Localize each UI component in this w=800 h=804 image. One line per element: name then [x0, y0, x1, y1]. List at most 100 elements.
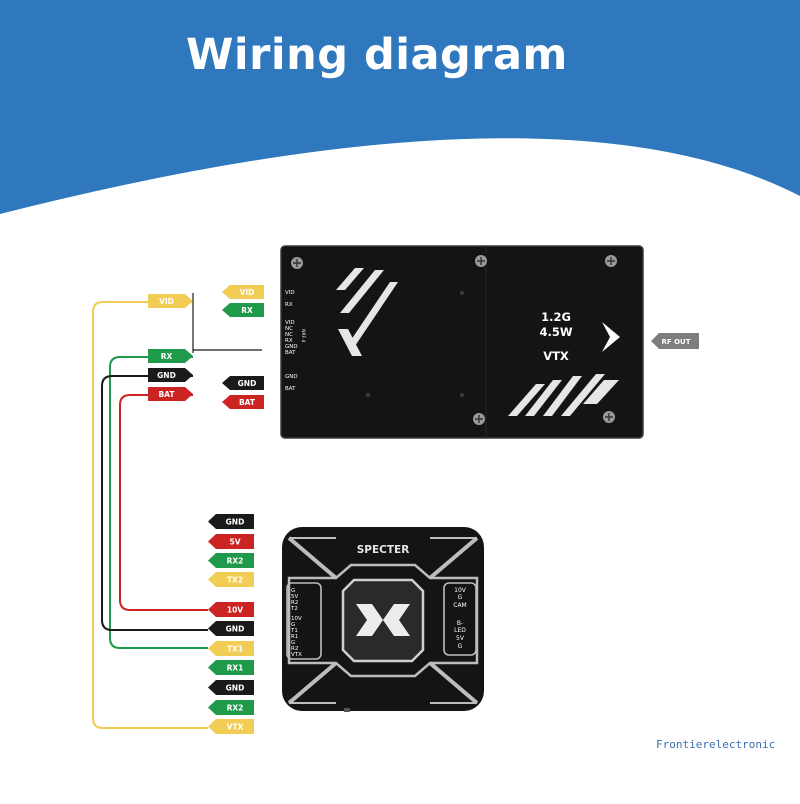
wire-tag-gnd: GND — [222, 376, 264, 390]
wire-tag-shape — [208, 680, 254, 695]
rf-out-tag — [651, 333, 699, 349]
vtx-logo-stripes — [336, 268, 619, 416]
vtx-right-tag-group: VID RX GND BAT — [222, 285, 264, 409]
wire-tag-rx2: RX2 — [208, 553, 254, 568]
wire-tag-tx1: TX1 — [208, 641, 254, 656]
vtx-type-label: VTX — [543, 349, 569, 363]
wire-tag-vid: VID — [148, 294, 193, 308]
wire-tag-label: VID — [159, 297, 174, 306]
wires — [92, 301, 208, 729]
wire-tag-shape — [208, 621, 254, 636]
screw-icon — [605, 255, 617, 267]
wire-tag-10v: 10V — [208, 602, 254, 617]
vtx-freq-label: 1.2G — [541, 310, 571, 324]
fc-pin: T2 — [290, 606, 298, 612]
wire-tag-shape — [222, 303, 264, 317]
arrow-right-icon — [602, 322, 620, 352]
fc-pin: LED — [454, 627, 466, 634]
wire-tag-shape — [208, 572, 254, 587]
wire-tag-label: 5V — [229, 538, 240, 547]
wire-tag-label: RX — [161, 352, 173, 361]
fc-pin: R2 — [291, 600, 298, 606]
fc-pin: 5V — [291, 594, 298, 600]
wire-tag-shape — [148, 387, 193, 401]
fc-pin: 5V — [456, 635, 465, 642]
vtx-pin-mid: NC — [285, 326, 293, 332]
wire-tag-shape — [148, 349, 193, 363]
fc-pin: G — [291, 640, 295, 646]
wire-tag-bat: BAT — [222, 395, 264, 409]
wire-tag-shape — [222, 376, 264, 390]
specter-logo-icon — [356, 604, 410, 636]
vtx-pin-bat: BAT — [285, 386, 296, 392]
wire-tag-label: VID — [240, 288, 255, 297]
fc-pin: VTX — [291, 652, 302, 658]
vtx-pin-side-label: NRF 4 — [300, 329, 306, 343]
wire-tag-label: GND — [226, 518, 245, 527]
board-hole — [460, 291, 464, 295]
screw-icon — [475, 255, 487, 267]
fc-diagonal — [287, 536, 479, 705]
wire-tag-gnd: GND — [208, 514, 254, 529]
vtx-module: 1.2G 4.5W VTX VID RX VID NC NC RX GND BA… — [280, 245, 644, 439]
wire-tag-5v: 5V — [208, 534, 254, 549]
fc-connector — [344, 708, 350, 712]
wire-tag-shape — [148, 294, 193, 308]
wire-vid — [92, 301, 208, 729]
fc-pin: G — [458, 594, 463, 601]
vtx-pin-mid: NC — [285, 332, 293, 338]
vtx-board-edge — [280, 245, 644, 439]
wire-tag-label: TX2 — [227, 576, 243, 585]
wire-tag-shape — [208, 719, 254, 734]
rf-out-label: RF OUT — [661, 338, 690, 346]
vtx-pin-mid: GND — [285, 344, 298, 350]
wire-tag-shape — [222, 285, 264, 299]
wire-tag-shape — [208, 553, 254, 568]
wire-tag-gnd: GND — [208, 621, 254, 636]
vtx-pin-vid: VID — [285, 290, 295, 296]
fc-pin: B- — [457, 620, 463, 627]
flight-controller: SPECTER G 5V R2 T2 10V G T1 R1 G R2 VTX … — [282, 527, 484, 712]
wire-tag-vtx: VTX — [208, 719, 254, 734]
vtx-board — [281, 246, 643, 438]
wire-tag-label: VTX — [227, 723, 244, 732]
wire-gnd — [101, 375, 208, 631]
board-hole — [366, 393, 370, 397]
fc-pin: 10V — [291, 616, 302, 622]
fc-pin: G — [458, 643, 463, 650]
wire-tag-shape — [208, 514, 254, 529]
wire-tag-label: RX2 — [227, 557, 244, 566]
wire-tag-rx: RX — [222, 303, 264, 317]
fc-center-plate — [341, 578, 425, 663]
wire-tag-shape — [148, 368, 193, 382]
wire-tag-gnd: GND — [148, 368, 193, 382]
wire-tag-shape — [208, 700, 254, 715]
wire-tag-label: 10V — [227, 606, 243, 615]
wire-tag-gnd: GND — [208, 680, 254, 695]
wire-tag-shape — [208, 660, 254, 675]
wire-tag-tx2: TX2 — [208, 572, 254, 587]
wire-tag-label: BAT — [239, 398, 256, 407]
header-banner — [0, 0, 800, 214]
wire-tag-shape — [222, 395, 264, 409]
wire-rx — [109, 356, 208, 649]
wire-tag-label: GND — [238, 379, 257, 388]
vtx-power-label: 4.5W — [539, 325, 572, 339]
screw-icon — [603, 411, 615, 423]
wire-tag-label: TX1 — [227, 645, 243, 654]
board-hole — [460, 393, 464, 397]
fc-left-pin-frame — [286, 582, 322, 660]
fc-corner-frame — [289, 537, 477, 704]
screw-icon — [291, 257, 303, 269]
wire-tag-rx2: RX2 — [208, 700, 254, 715]
wire-tag-label: GND — [157, 371, 176, 380]
fc-pin: 10V — [454, 587, 467, 594]
fc-pin: T1 — [290, 628, 298, 634]
fc-right-pin-frame — [443, 582, 477, 656]
page-title: Wiring diagram — [186, 30, 568, 80]
wire-tag-rx1: RX1 — [208, 660, 254, 675]
